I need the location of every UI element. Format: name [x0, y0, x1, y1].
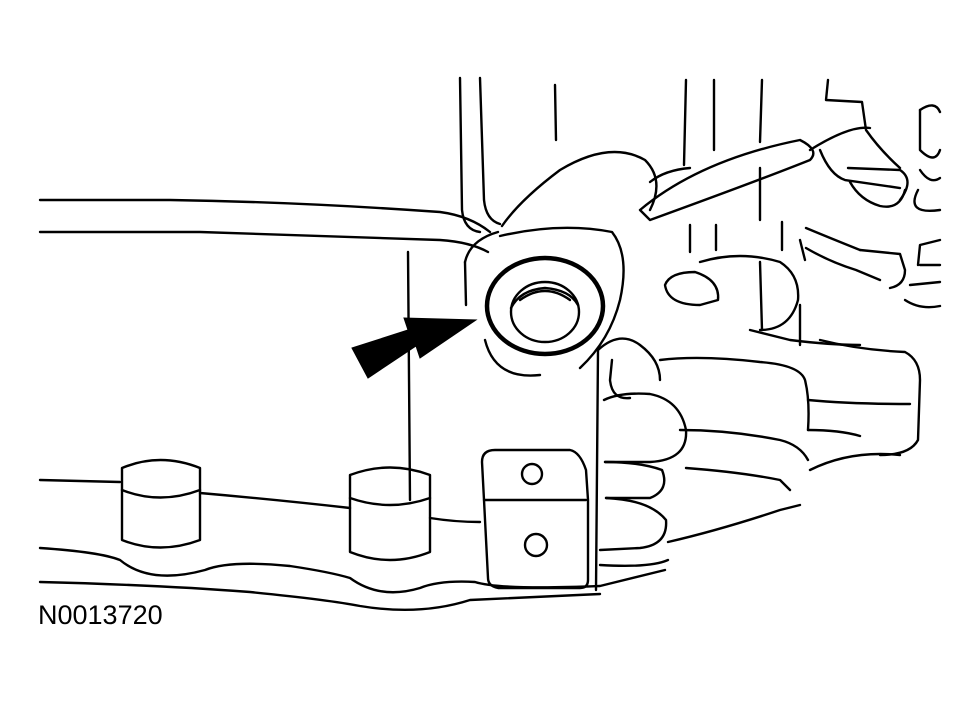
case-top-rail — [38, 198, 492, 254]
cylinder-boss-left — [120, 458, 202, 549]
vertical-ribs — [406, 76, 558, 502]
right-lower-housing — [658, 303, 922, 544]
side-lobes — [598, 392, 688, 567]
seal-bore — [509, 280, 581, 344]
pan-flange — [38, 478, 667, 612]
figure-id-label: N0013720 — [38, 600, 163, 630]
cylinder-boss-middle — [348, 466, 432, 562]
seal-ring — [484, 255, 606, 357]
mounting-pad — [480, 448, 590, 590]
callout-arrow — [351, 317, 478, 379]
right-upper-bosses — [663, 220, 907, 332]
upper-right-housing — [638, 78, 942, 309]
seal-boss — [463, 150, 658, 377]
center-web — [594, 337, 662, 592]
